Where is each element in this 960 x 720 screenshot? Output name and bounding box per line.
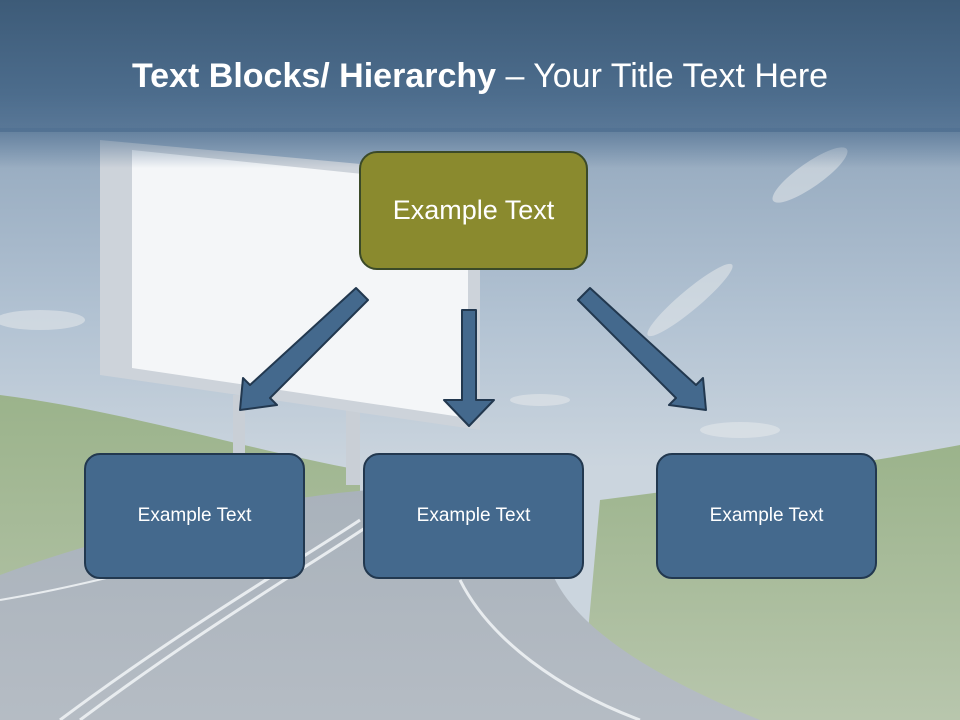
arrow-to-middle-child xyxy=(443,309,495,427)
title-bold-text: Text Blocks/ Hierarchy xyxy=(131,57,497,95)
child-text-block-right[interactable]: Example Text xyxy=(656,453,877,579)
root-text-block-label: Example Text xyxy=(392,195,555,225)
arrow-to-left-child xyxy=(239,287,369,411)
child-text-block-middle[interactable]: Example Text xyxy=(363,453,584,579)
child-text-block-label: Example Text xyxy=(137,505,252,526)
arrow-to-right-child xyxy=(577,287,707,411)
title-bar xyxy=(0,0,960,132)
title-rest-text: Your Title Text Here xyxy=(533,57,829,95)
slide-title: Text Blocks/ Hierarchy – Your Title Text… xyxy=(0,54,960,98)
child-text-block-label: Example Text xyxy=(416,505,531,526)
child-text-block-label: Example Text xyxy=(709,505,824,526)
child-text-block-left[interactable]: Example Text xyxy=(84,453,305,579)
root-text-block[interactable]: Example Text xyxy=(359,151,588,270)
title-separator: – xyxy=(496,57,534,95)
